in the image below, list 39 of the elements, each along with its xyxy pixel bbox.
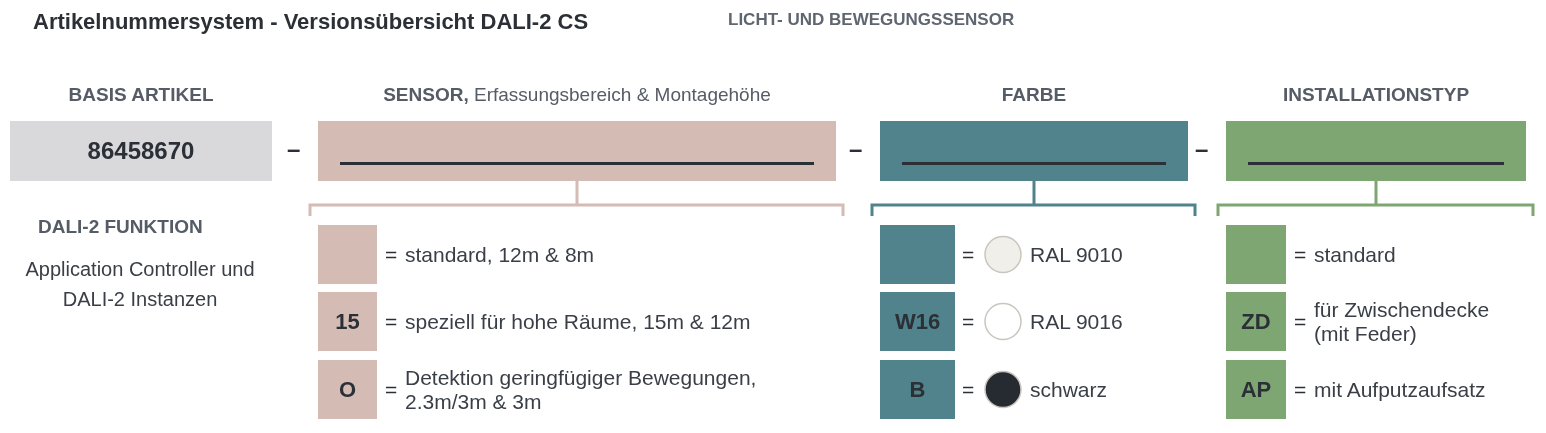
code-box bbox=[1226, 225, 1286, 284]
separator-dash: – bbox=[1195, 134, 1209, 164]
option-description: standard bbox=[1314, 242, 1397, 267]
code-box bbox=[318, 225, 377, 284]
equals-sign: = bbox=[385, 242, 398, 267]
article-number: 86458670 bbox=[86, 137, 196, 165]
code-box: B bbox=[880, 360, 955, 419]
function-description: Application Controller und DALI-2 Instanzen bbox=[24, 257, 256, 312]
equals-sign: = bbox=[1294, 309, 1307, 334]
equals-sign: = bbox=[1294, 377, 1307, 402]
code-box: W16 bbox=[880, 292, 955, 351]
column-heading: FARBE bbox=[1000, 84, 1068, 106]
section-heading: DALI-2 FUNKTION bbox=[38, 215, 203, 239]
option-description: schwarz bbox=[1030, 377, 1108, 402]
diagram-title: Artikelnummersystem - Versionsübersicht DALI-2 CS bbox=[33, 9, 589, 35]
equals-sign: = bbox=[962, 377, 975, 402]
option-description: mit Aufputzaufsatz bbox=[1314, 377, 1487, 402]
separator-dash: – bbox=[849, 134, 863, 164]
option-description: standard, 12m & 8m bbox=[405, 242, 595, 267]
code-box: O bbox=[318, 360, 377, 419]
option-description: für Zwischendecke (mit Feder) bbox=[1314, 297, 1491, 346]
option-description: RAL 9016 bbox=[1030, 309, 1123, 334]
subtitle: LICHT- UND BEWEGUNGSSENSOR bbox=[728, 9, 1015, 31]
code-box: ZD bbox=[1226, 292, 1286, 351]
option-description: speziell für hohe Räume, 15m & 12m bbox=[405, 309, 751, 334]
equals-sign: = bbox=[385, 309, 398, 334]
code-box: AP bbox=[1226, 360, 1286, 419]
column-heading: INSTALLATIONSTYP bbox=[1281, 84, 1471, 106]
equals-sign: = bbox=[385, 377, 398, 402]
separator-dash: – bbox=[287, 134, 301, 164]
code-box bbox=[880, 225, 955, 284]
equals-sign: = bbox=[1294, 242, 1307, 267]
code-box: 15 bbox=[318, 292, 377, 351]
column-heading: BASIS ARTIKEL bbox=[67, 84, 215, 106]
column-heading: SENSOR, Erfassungsbereich & Montagehöhe bbox=[382, 84, 772, 106]
option-description: Detektion geringfügiger Bewegungen, 2.3m/3m & 3m bbox=[405, 365, 758, 414]
option-description: RAL 9010 bbox=[1030, 242, 1123, 267]
equals-sign: = bbox=[962, 309, 975, 334]
equals-sign: = bbox=[962, 242, 975, 267]
